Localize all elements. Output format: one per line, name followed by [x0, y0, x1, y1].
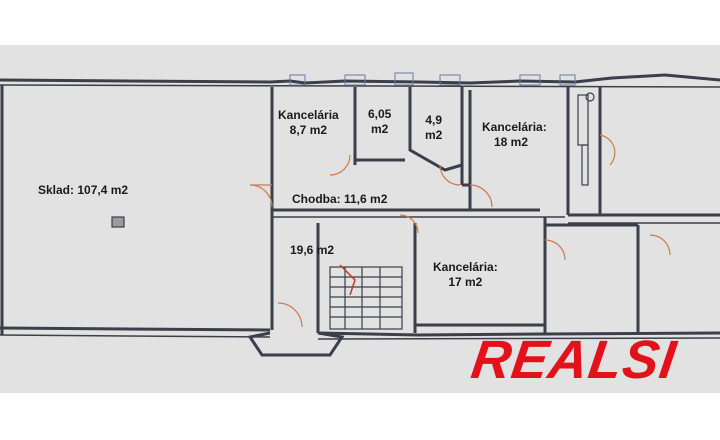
fixtures [111, 92, 595, 228]
room-label-196: 19,6 m2 [290, 243, 335, 257]
room-label-office-18: Kancelária: 18 m2 [482, 120, 547, 150]
room-label-49-unit: m2 [425, 128, 443, 142]
room-label-office-18-name: Kancelária: [482, 120, 547, 134]
room-label-office-17-name: Kancelária: [433, 260, 498, 274]
room-label-chodba: Chodba: 11,6 m2 [292, 192, 388, 206]
door-swings [249, 134, 671, 328]
realsoft-watermark: REALSI [467, 330, 681, 390]
room-label-office-17-area: 17 m2 [448, 275, 483, 289]
room-label-605-unit: m2 [371, 122, 389, 136]
room-label-office-small-name: Kancelária [278, 108, 339, 122]
windows [289, 72, 576, 86]
room-label-49: 4,9 m2 [425, 113, 442, 143]
outer-walls [0, 73, 720, 357]
room-label-605: 6,05 m2 [368, 107, 391, 137]
staircase [329, 264, 403, 330]
floor-plan-drawing [0, 72, 720, 357]
room-label-sklad: Sklad: 107,4 m2 [38, 183, 129, 197]
floor-plan: Sklad: 107,4 m2 Kancelária 8,7 m2 6,05 m… [0, 45, 720, 393]
interior-walls [270, 87, 720, 335]
room-label-office-17: Kancelária: 17 m2 [433, 260, 498, 290]
room-label-office-18-area: 18 m2 [494, 135, 529, 149]
room-label-605-value: 6,05 [368, 107, 392, 121]
room-label-49-value: 4,9 [425, 113, 443, 127]
room-label-office-small: Kancelária 8,7 m2 [278, 108, 339, 138]
room-label-office-small-area: 8,7 m2 [289, 123, 328, 137]
